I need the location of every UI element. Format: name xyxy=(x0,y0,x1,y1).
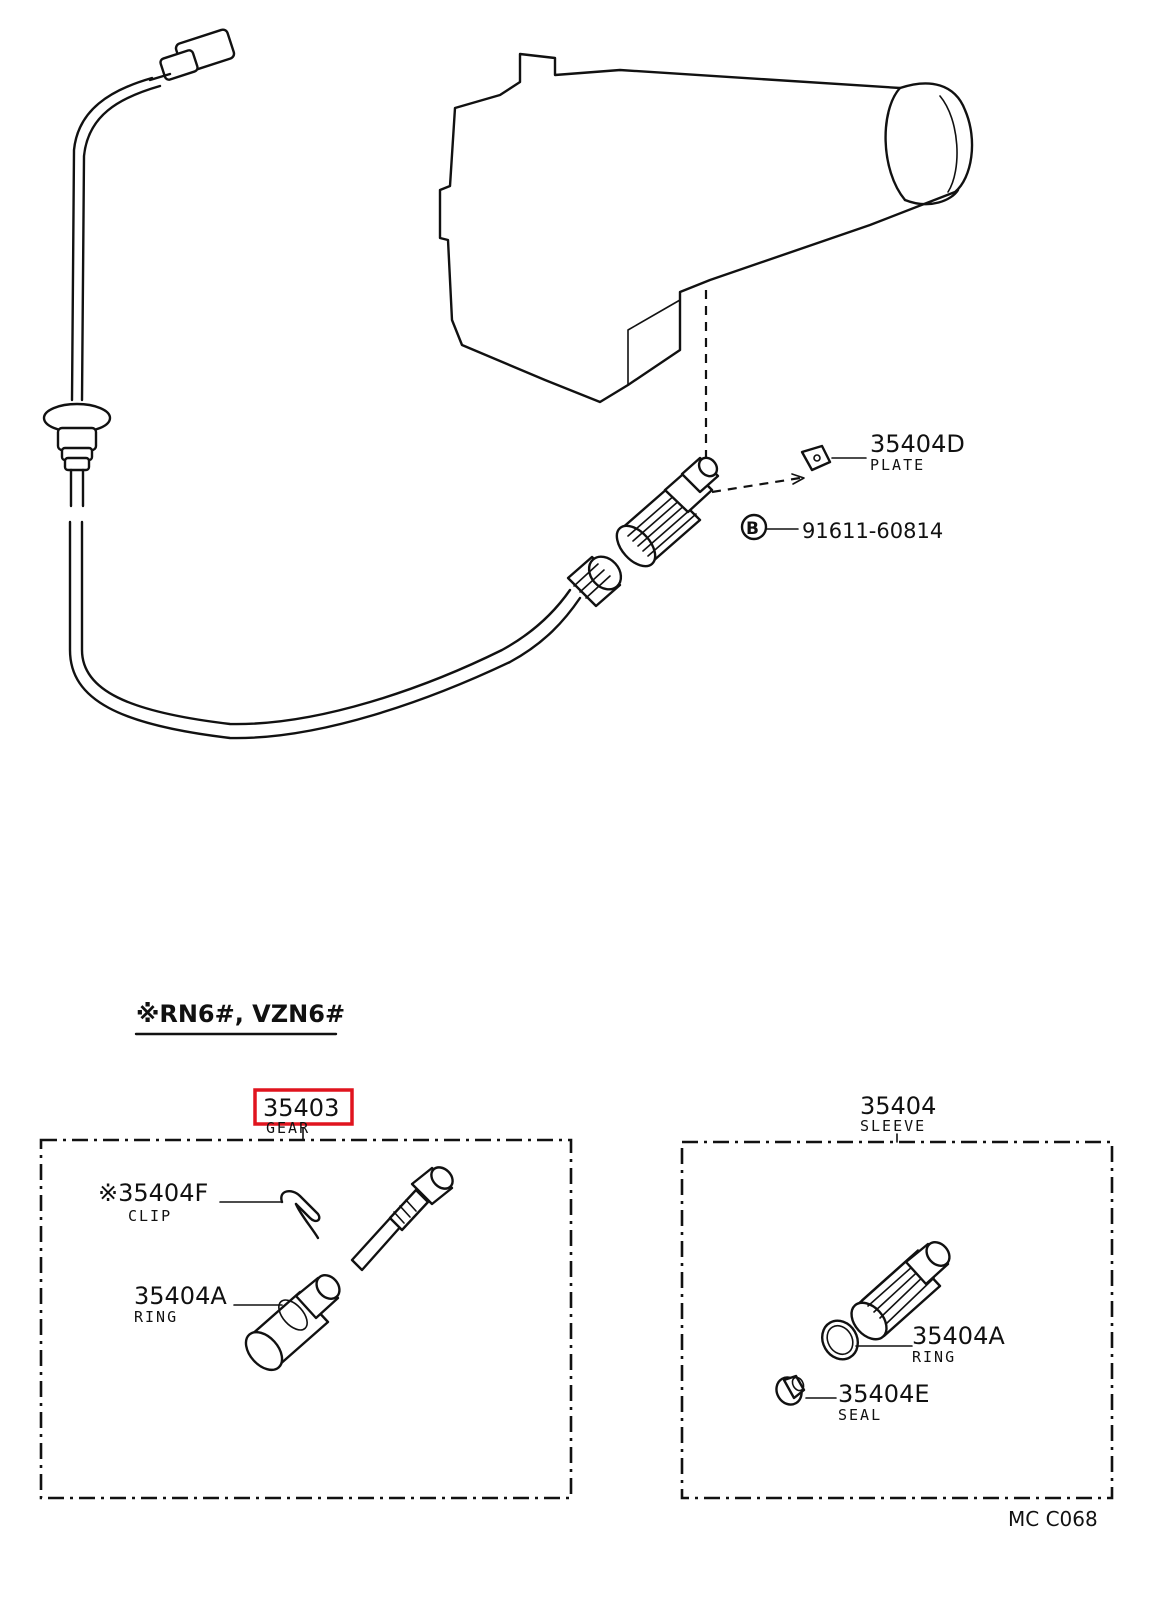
sleeve-part-name: SLEEVE xyxy=(860,1117,926,1135)
sleeve-kit-boundary xyxy=(680,1140,1114,1500)
cable-grommet xyxy=(42,402,112,472)
gear-ring-part-number: 35404A xyxy=(134,1282,227,1310)
plate-part-name: PLATE xyxy=(870,456,925,474)
bolt-part-number: 91611-60814 xyxy=(802,519,943,543)
seal-part-number: 35404E xyxy=(838,1380,930,1408)
gear-kit-boundary xyxy=(39,1138,573,1500)
seal-part-name: SEAL xyxy=(838,1406,882,1424)
clip-part[interactable] xyxy=(280,1190,321,1240)
speedometer-cable[interactable] xyxy=(42,28,627,740)
gear-part-number[interactable]: 35403 xyxy=(263,1094,339,1122)
plate-part[interactable] xyxy=(800,444,832,472)
clip-part-name: CLIP xyxy=(128,1207,172,1225)
model-applicability-note: ※RN6#, VZN6# xyxy=(136,1000,345,1028)
sleeve-ring-part[interactable] xyxy=(815,1314,864,1366)
sleeve-part-number: 35404 xyxy=(860,1092,936,1120)
plate-part-number: 35404D xyxy=(870,430,965,458)
bolt-marker-letter: B xyxy=(746,519,759,539)
plate-guide-line xyxy=(711,476,801,494)
clip-part-number: ※35404F xyxy=(98,1179,208,1207)
diagram-reference-code: MC C068 xyxy=(1008,1507,1098,1531)
cable-nut xyxy=(566,555,623,608)
seal-part[interactable] xyxy=(772,1373,807,1409)
gear-ring-part[interactable] xyxy=(239,1271,344,1377)
sleeve-ring-part-name: RING xyxy=(912,1348,956,1366)
driven-gear-sleeve-assembly[interactable] xyxy=(610,454,721,573)
bolt-marker-circle xyxy=(740,513,768,541)
gear-part-name: GEAR xyxy=(266,1119,310,1137)
transmission-extension-housing xyxy=(438,52,974,404)
gear-ring-part-name: RING xyxy=(134,1308,178,1326)
sleeve-part[interactable] xyxy=(845,1238,955,1346)
gear-part-highlight[interactable] xyxy=(253,1088,354,1126)
driven-gear-part[interactable] xyxy=(350,1163,457,1272)
sleeve-ring-part-number: 35404A xyxy=(912,1322,1005,1350)
cable-connector xyxy=(148,28,236,82)
